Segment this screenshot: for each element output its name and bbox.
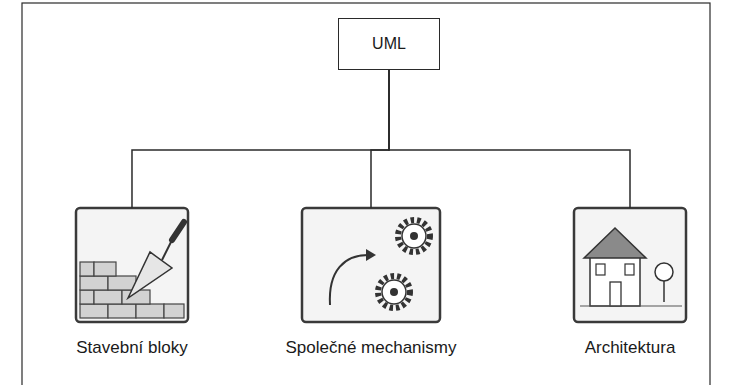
picture-frame: [76, 208, 188, 322]
house-wall: [590, 256, 640, 306]
picture-box: Stavební bloky: [72, 208, 192, 358]
picture-label: Stavební bloky: [76, 338, 188, 358]
trowel-blade: [128, 252, 172, 298]
title-box: UML: [338, 18, 440, 70]
picture-label: Společné mechanismy: [285, 338, 456, 358]
figure-frame: [22, 3, 710, 385]
ground-line: [580, 306, 682, 307]
arrow-head: [366, 249, 376, 261]
connector-line: [371, 70, 389, 208]
picture-box: Společné mechanismy: [281, 208, 460, 358]
gear-symbol: [398, 220, 430, 252]
picture-frame: [302, 208, 440, 322]
tree-trunk: [663, 280, 665, 302]
picture-frame: [574, 208, 686, 322]
trowel-handle: [172, 222, 184, 240]
gears-picture: [302, 208, 440, 322]
picture-box: Architektura: [574, 208, 686, 358]
picture-space: [72, 208, 192, 322]
box-title: UML: [372, 35, 406, 53]
picture-label: Architektura: [585, 338, 676, 358]
connector-line: [389, 70, 630, 208]
picture-space: [574, 208, 686, 322]
tree-crown: [655, 263, 673, 281]
trowel-neck: [162, 240, 172, 260]
house-door: [610, 282, 621, 306]
house-picture: [574, 208, 686, 322]
picture-space: [281, 208, 460, 322]
gear-symbol: [378, 276, 410, 308]
house-window: [625, 264, 634, 275]
curved-arrow: [330, 255, 368, 305]
connector-line: [132, 70, 389, 208]
house-window: [596, 264, 605, 275]
house-roof: [584, 228, 646, 258]
bricks-picture: [76, 208, 188, 322]
